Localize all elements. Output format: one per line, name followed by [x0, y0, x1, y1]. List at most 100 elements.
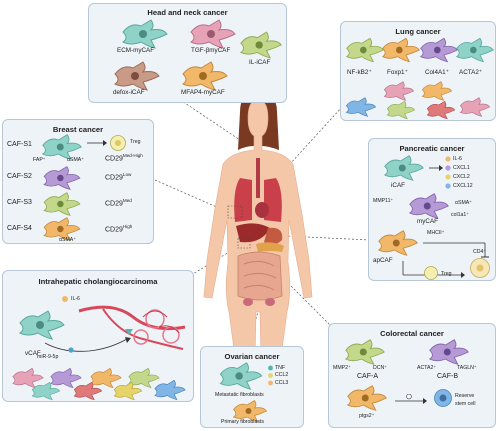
- stomach: [264, 227, 283, 245]
- lung-cell-small: [460, 97, 490, 117]
- ovarian-panel: Ovarian cancer TNF CCL2 CCL3 Metastatic …: [200, 346, 304, 428]
- cd29-s4-label: CD29High: [105, 224, 133, 234]
- stem-arrow: [395, 394, 427, 404]
- metastatic-label: Metastatic fibroblasts: [215, 392, 264, 398]
- cxcl1-label: CXCL1: [453, 165, 470, 171]
- cd4-cell: [470, 258, 490, 278]
- foxp1-cell: [382, 37, 420, 63]
- caf-a-cell: [345, 339, 385, 365]
- pancreatic-panel: Pancreatic cancer iCAF IL-6 CXCL1 CXCL2 …: [368, 138, 496, 281]
- icc-cell-small: [73, 381, 103, 401]
- caf-a-label: CAF-A: [357, 373, 378, 380]
- ecm-mycaf-cell: [122, 19, 168, 49]
- col1a1-label: col1a1⁺: [451, 212, 470, 218]
- lung-cell-small: [386, 100, 416, 120]
- cytokine-dots: [445, 156, 451, 189]
- caf-s2-label: CAF-S2: [7, 173, 32, 180]
- head-neck-title: Head and neck cancer: [147, 8, 228, 17]
- caf-s3-cell: [43, 192, 81, 216]
- nfkb2-cell: [346, 37, 384, 63]
- lung-panel: Lung cancer NF-kB2⁺ Foxp1⁺ Col4A1⁺ ACTA2…: [340, 21, 496, 121]
- ccl3-label: CCL3: [275, 380, 289, 386]
- treg-cell-pancreas: [424, 266, 438, 280]
- ecm-mycaf-label: ECM-myCAF: [117, 47, 155, 54]
- reserve-label: Reserve: [455, 393, 475, 399]
- mfap4-mycaf-cell: [182, 61, 228, 91]
- primary-fibroblast-cell: [233, 400, 267, 422]
- cd29-s2-label: CD29Low: [105, 172, 132, 182]
- caf-s1-cell: [42, 134, 82, 160]
- il6-label: IL-6: [453, 156, 462, 162]
- heart: [255, 202, 269, 218]
- fap-label: FAP⁺: [33, 157, 46, 163]
- breast-title: Breast cancer: [52, 125, 104, 134]
- pancreatic-title: Pancreatic cancer: [399, 144, 465, 153]
- tgf-mycaf-label: TGF-βmyCAF: [191, 47, 231, 54]
- lung-cell-small: [384, 81, 414, 101]
- acta2-label: ACTA2⁺: [459, 69, 483, 76]
- head-neck-panel: Head and neck cancer ECM-myCAF TGF-βmyCA…: [88, 3, 287, 103]
- mycaf-label: myCAF: [417, 218, 438, 225]
- breast-panel: Breast cancer CAF-S1 CAF-S2 CAF-S3 CAF-S…: [2, 119, 154, 244]
- mirna-arrow: [44, 337, 131, 353]
- icaf-label: iCAF: [391, 182, 405, 189]
- metastatic-fibroblast-cell: [219, 362, 263, 390]
- icc-panel: Intrahepatic cholangiocarcinoma IL-6 vCA…: [2, 270, 194, 402]
- tgf-mycaf-cell: [190, 19, 236, 49]
- acta2-crc-label: ACTA2⁺: [417, 365, 437, 371]
- apcaf-label: apCAF: [373, 257, 393, 264]
- lung-left: [234, 178, 252, 222]
- mhcii-label: MHCII⁺: [427, 230, 445, 236]
- vcaf-label: vCAF: [25, 350, 41, 357]
- ptgs2-label: ptgs2⁺: [359, 413, 375, 419]
- colorectal-title: Colorectal cancer: [380, 329, 444, 338]
- primary-label: Primary fibroblasts: [221, 419, 264, 425]
- tnf-label: TNF: [275, 365, 286, 371]
- icc-cell-small: [154, 380, 186, 400]
- caf-s4-label: CAF-S4: [7, 225, 32, 232]
- ptgs2-cell: [347, 385, 387, 411]
- icaf-cell: [384, 155, 424, 181]
- cd29-s1-label: CD29Med-High: [105, 153, 143, 163]
- treg-cell: [110, 135, 126, 151]
- apcaf-cell: [378, 230, 418, 256]
- treg-label: Treg: [130, 139, 141, 145]
- cd29-s3-label: CD29Med: [105, 198, 132, 208]
- caf-s3-label: CAF-S3: [7, 199, 32, 206]
- asma-s4-label: αSMA⁺: [59, 237, 76, 243]
- icc-cell-small: [31, 381, 61, 401]
- ovarian-title: Ovarian cancer: [224, 352, 280, 361]
- caf-b-label: CAF-B: [437, 373, 458, 380]
- defox-icaf-cell: [114, 61, 160, 91]
- icc-title: Intrahepatic cholangiocarcinoma: [38, 277, 158, 286]
- foxp1-label: Foxp1⁺: [387, 69, 408, 76]
- mmp11-label: MMP11⁺: [373, 198, 394, 204]
- cxcl12-label: CXCL12: [453, 183, 473, 189]
- defox-icaf-label: defox-iCAF: [113, 89, 145, 96]
- col4a1-cell: [420, 37, 458, 63]
- asma-s1-label: αSMA⁺: [67, 157, 84, 163]
- lung-cell-small: [346, 97, 376, 117]
- ovarian-factor-dots: [268, 365, 273, 386]
- nfkb2-label: NF-kB2⁺: [347, 69, 372, 76]
- acta2-cell: [456, 37, 494, 63]
- mmp2-label: MMP2⁺: [333, 365, 351, 371]
- ccl2-label: CCL2: [275, 372, 289, 378]
- stem-cell-label: stem cell: [455, 401, 476, 407]
- il6-dot: [62, 296, 68, 302]
- liver: [236, 223, 270, 243]
- icaf-arrow: [429, 165, 443, 171]
- colorectal-panel: Colorectal cancer MMP2⁺ DCN⁺ ACTA2⁺ TAGL…: [328, 323, 496, 428]
- pancreas: [256, 242, 284, 252]
- il-icaf-label: IL-iCAF: [249, 59, 271, 66]
- mirna-label: miR-9-5p: [37, 354, 59, 360]
- dcn-label: DCN⁺: [373, 365, 387, 371]
- treg-pancreas-label: Treg: [441, 271, 452, 277]
- vessel-network: [78, 305, 186, 350]
- caf-s1-label: CAF-S1: [7, 141, 32, 148]
- cd4-label: CD4⁺: [473, 249, 487, 255]
- mfap4-mycaf-label: MFAP4-myCAF: [181, 89, 225, 96]
- caf-s2-cell: [43, 166, 81, 190]
- arrow-to-treg: [87, 140, 107, 146]
